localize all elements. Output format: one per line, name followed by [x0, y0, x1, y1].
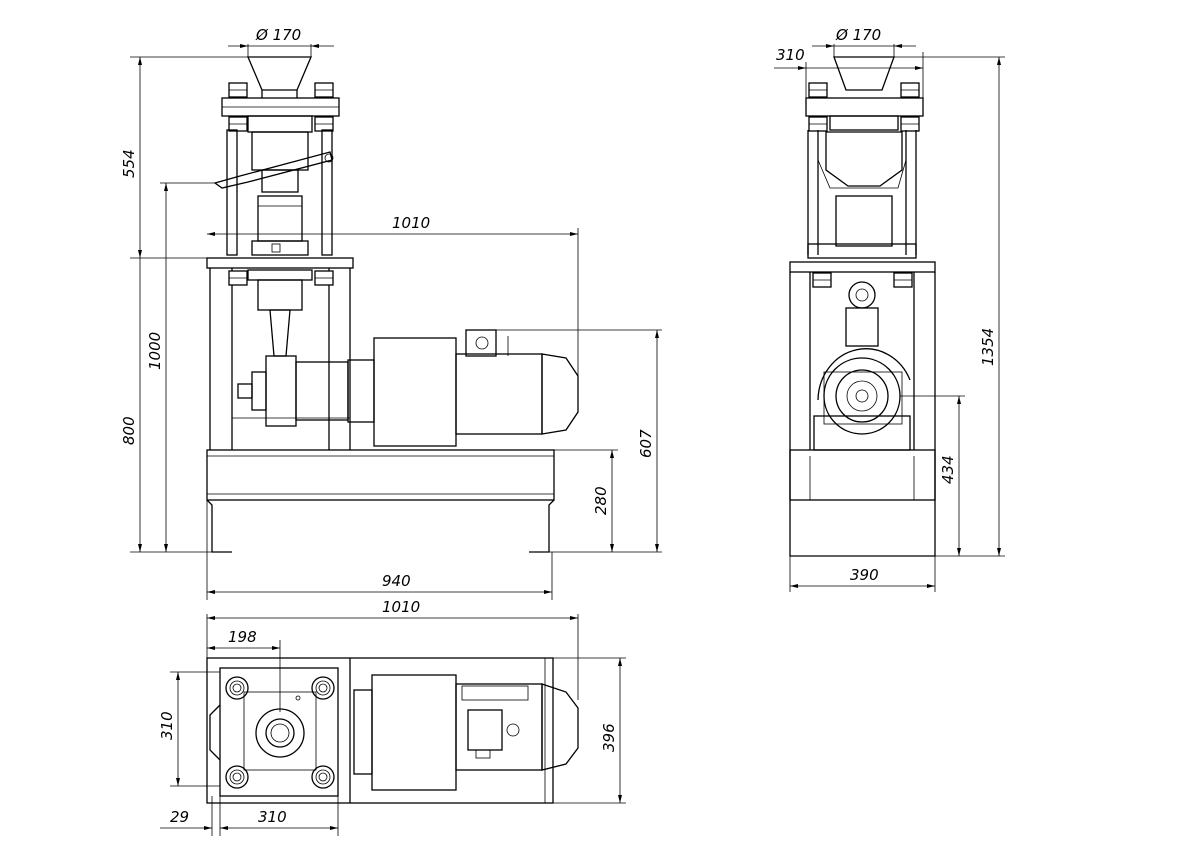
- front-dimensions: Ø 170 554 1010 1000 800 607: [120, 26, 662, 600]
- top-view: 1010 198 310 396 29 310: [158, 598, 626, 836]
- side-dim-overall-height: 1354: [979, 328, 997, 366]
- side-dim-hopper-diameter: Ø 170: [835, 26, 881, 44]
- top-dim-press-width: 310: [158, 711, 176, 740]
- arrowheads: [138, 44, 1001, 830]
- top-dim-offset-29: 29: [170, 808, 189, 826]
- front-view: Ø 170 554 1010 1000 800 607: [120, 26, 662, 600]
- dim-base-width: 940: [382, 572, 411, 590]
- motor: [455, 329, 579, 435]
- disc-housing: [265, 355, 297, 427]
- press-lever: [213, 151, 333, 189]
- side-dim-top-width: 310: [776, 46, 805, 64]
- side-dim-axis-height: 434: [939, 455, 957, 484]
- press-plate: [219, 667, 339, 797]
- side-dim-base-width: 390: [850, 566, 879, 584]
- side-view: Ø 170 310 1354 434 390: [774, 26, 1005, 592]
- dim-height-1000: 1000: [146, 332, 164, 370]
- hopper: [247, 56, 312, 98]
- side-dimensions: Ø 170 310 1354 434 390: [774, 26, 1005, 592]
- dim-overall-width: 1010: [392, 214, 430, 232]
- gearbox: [373, 337, 457, 447]
- frame: [206, 257, 354, 450]
- dim-height-800: 800: [120, 416, 138, 445]
- top-dim-overall-length: 1010: [382, 598, 420, 616]
- dim-base-height: 280: [592, 486, 610, 515]
- top-dim-press-length: 310: [258, 808, 287, 826]
- base: [206, 449, 555, 553]
- motor-housing: [817, 348, 911, 401]
- top-base-outline: [206, 657, 554, 804]
- top-dim-axis-offset: 198: [228, 628, 257, 646]
- dim-hopper-diameter: Ø 170: [255, 26, 301, 44]
- dim-motor-height: 607: [637, 429, 655, 458]
- top-dim-overall-depth: 396: [600, 723, 618, 752]
- dim-upper-height: 554: [120, 149, 138, 178]
- top-dimensions: 1010 198 310 396 29 310: [158, 598, 626, 836]
